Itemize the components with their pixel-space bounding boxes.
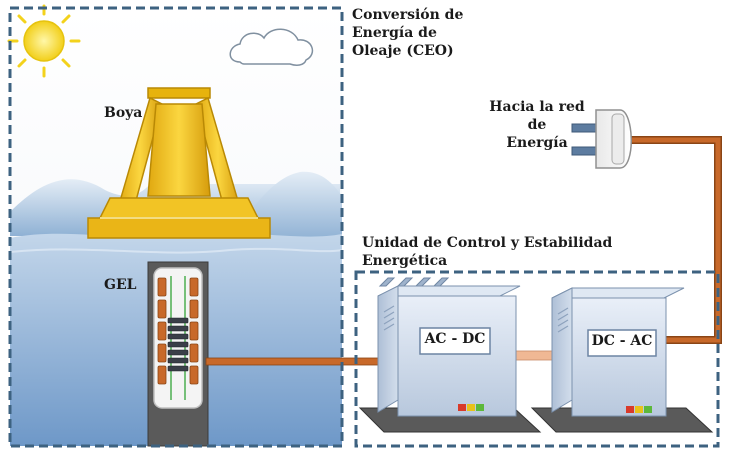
ac-dc-converter [358, 277, 542, 433]
buoy-label: Boya [104, 105, 143, 121]
grid-label: Hacia la red de Energía [489, 99, 585, 151]
sea-highlight [9, 247, 343, 254]
ceo-label: Conversión de Energía de Oleaje (CEO) [352, 7, 464, 59]
ac-dc-label: AC - DC [424, 331, 486, 347]
status-lights-ac-dc [458, 404, 484, 411]
generator-shaft [147, 261, 209, 447]
cloud-icon [229, 28, 314, 66]
control-unit-label: Unidad de Control y Estabilidad Energéti… [362, 235, 613, 269]
cable-gel-to-acdc [205, 357, 403, 366]
control-unit-frame [354, 270, 720, 448]
gel-label: GEL [104, 277, 137, 293]
power-cables [205, 136, 722, 366]
ceo-frame [8, 6, 344, 448]
ac-dc-panel [419, 327, 491, 355]
dc-ac-label: DC - AC [591, 333, 653, 349]
plug-icon [571, 109, 632, 169]
buoy [87, 87, 271, 239]
dc-ac-converter [530, 287, 714, 433]
dc-ac-panel [587, 329, 657, 357]
sun-icon [7, 4, 81, 78]
cable-dcac-to-grid [622, 137, 721, 343]
status-lights-dc-ac [626, 406, 652, 413]
